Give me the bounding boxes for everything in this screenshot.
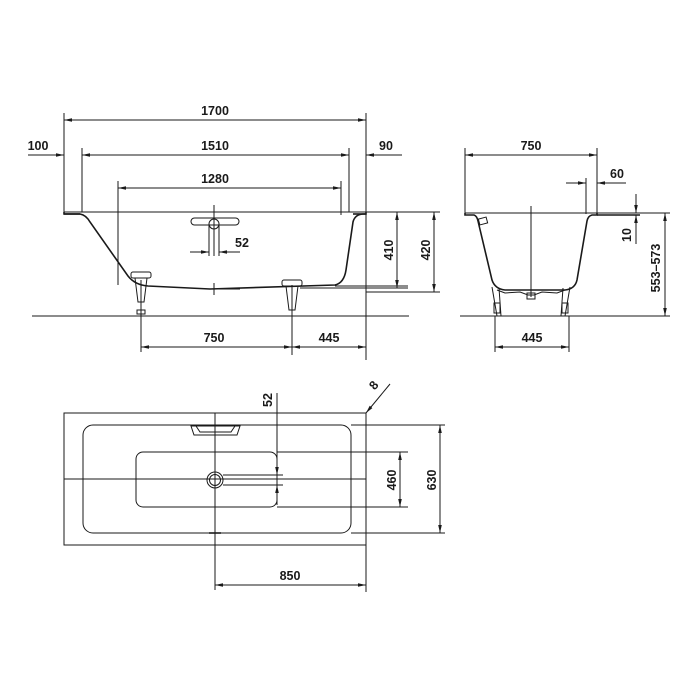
- dim-overflow-offset: 52: [235, 236, 249, 250]
- dim-height-range: 553–573: [649, 244, 663, 293]
- overflow-handle-icon: [190, 205, 240, 256]
- top-view: 52 8 460 630 850: [63, 378, 445, 592]
- foot-right-icon: [281, 279, 303, 316]
- dim-inner-bottom-width: 460: [385, 470, 399, 491]
- foot-side-right-icon: [560, 286, 571, 317]
- dim-feet-spacing: 750: [204, 331, 225, 345]
- tub-side-profile: [464, 213, 598, 291]
- tub-front-profile: [63, 212, 367, 290]
- dim-inner-length: 1510: [201, 139, 229, 153]
- foot-left-icon: [130, 271, 152, 316]
- dim-right-rim: 90: [379, 139, 393, 153]
- dim-foot-to-end: 445: [319, 331, 340, 345]
- dim-drain-to-end: 850: [280, 569, 301, 583]
- overflow-handle-top-icon: [190, 425, 241, 436]
- dim-rim-overhang: 60: [610, 167, 624, 181]
- foot-side-left-icon: [491, 286, 502, 317]
- dim-overall-length: 1700: [201, 104, 229, 118]
- side-view: 750 60 10 553–: [460, 139, 670, 352]
- dim-feet-width: 445: [522, 331, 543, 345]
- front-view: 1700 100 1510 90 1280 52: [28, 104, 440, 360]
- dim-inner-depth: 410: [382, 240, 396, 261]
- dim-corner-radius: 8: [366, 378, 381, 392]
- dim-rim-thickness: 10: [620, 228, 634, 242]
- overflow-opening-icon: [477, 216, 489, 226]
- drain-icon: [206, 471, 224, 489]
- dim-overall-width: 750: [521, 139, 542, 153]
- dim-bottom-length: 1280: [201, 172, 229, 186]
- dim-left-rim: 100: [28, 139, 49, 153]
- dim-total-depth: 420: [419, 240, 433, 261]
- dim-top-overflow-offset: 52: [261, 393, 275, 407]
- dim-inner-width: 630: [425, 470, 439, 491]
